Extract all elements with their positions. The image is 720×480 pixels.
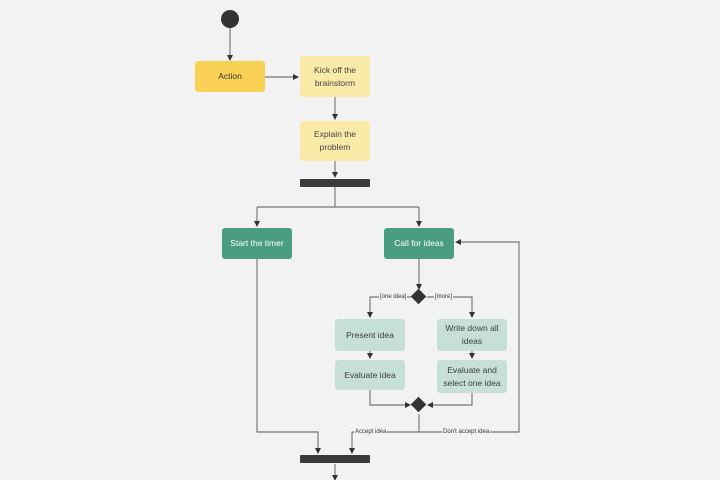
edge-evaluate-to-merge (369, 390, 411, 408)
evaluate-idea-node[interactable]: Evaluate idea (335, 360, 405, 390)
fork-bar[interactable] (300, 179, 370, 187)
kickoff-node[interactable]: Kick off the brainstorm (300, 56, 370, 97)
join-bar[interactable] (300, 455, 370, 463)
write-down-node[interactable]: Write down all ideas (437, 319, 507, 351)
evaluate-idea-label: Evaluate idea (344, 369, 396, 380)
explain-node-label: Explain the problem (313, 129, 357, 152)
call-for-ideas-node[interactable]: Call for ideas (384, 228, 454, 259)
evaluate-select-node[interactable]: Evaluate and select one idea (437, 360, 507, 393)
edge-timer-to-join (256, 259, 321, 454)
present-idea-label: Present idea (346, 329, 394, 340)
initial-node[interactable] (221, 10, 239, 28)
edge-fork-to-timer (257, 206, 419, 226)
dont-accept-idea-label: Don't accept idea (442, 428, 491, 436)
present-idea-node[interactable]: Present idea (335, 319, 405, 351)
edge-select-to-merge (427, 393, 473, 408)
start-timer-label: Start the timer (230, 238, 284, 248)
accept-idea-label: Accept idea (354, 428, 388, 436)
start-timer-node[interactable]: Start the timer (222, 228, 292, 259)
kickoff-node-label: Kick off the brainstorm (314, 64, 356, 88)
explain-node[interactable]: Explain the problem (300, 121, 370, 161)
guard-one-idea-label: [one idea] (379, 293, 408, 301)
evaluate-select-label: Evaluate and select one idea (443, 364, 501, 388)
action-node[interactable]: Action (195, 61, 265, 92)
write-down-label: Write down all ideas (445, 323, 499, 346)
call-for-ideas-label: Call for ideas (394, 238, 444, 248)
guard-more-label: [more] (434, 293, 454, 301)
action-node-label: Action (218, 71, 242, 81)
